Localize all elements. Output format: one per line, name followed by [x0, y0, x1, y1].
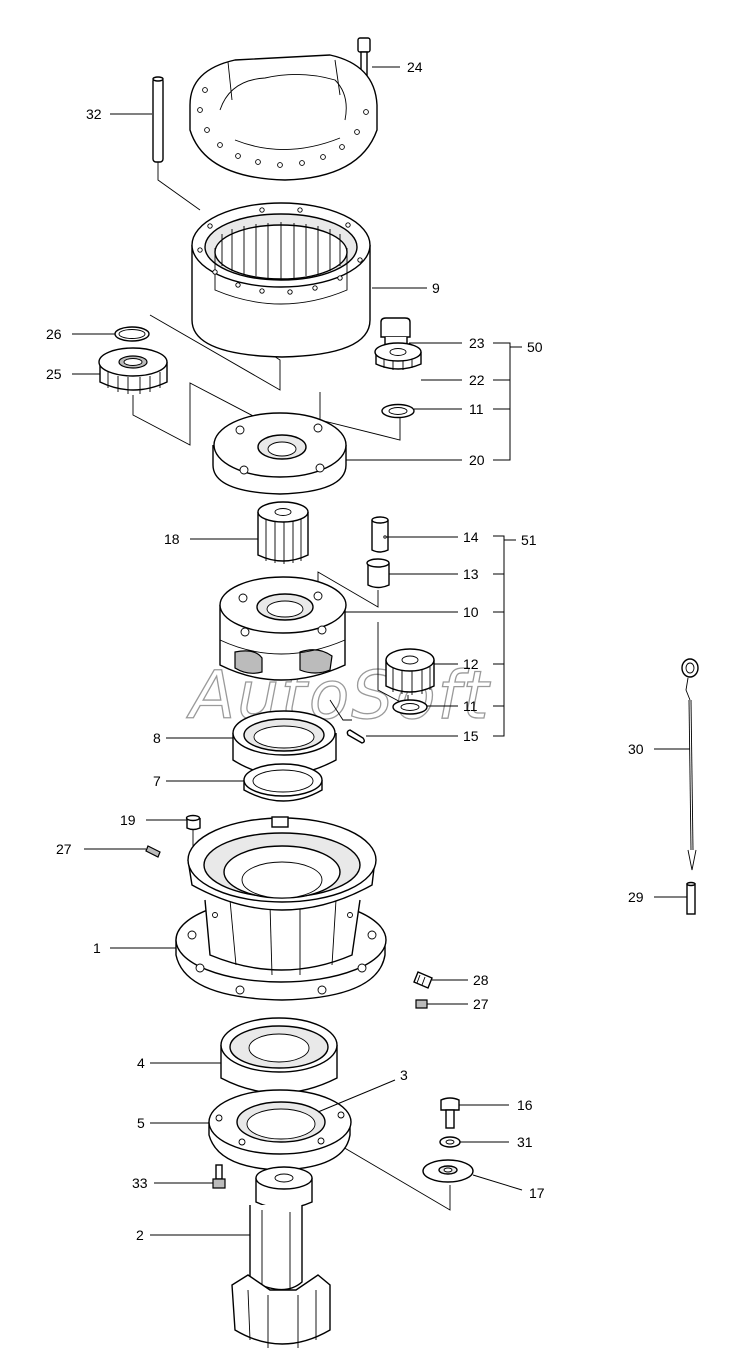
callout-19: 19 — [120, 812, 136, 828]
part-22-planet-gear — [374, 342, 422, 370]
part-16-bolt — [440, 1097, 460, 1129]
part-9-ring-gear — [191, 202, 371, 358]
part-32-pin — [152, 76, 164, 163]
callout-27-upper: 27 — [56, 841, 72, 857]
callout-1: 1 — [93, 940, 101, 956]
callout-30: 30 — [628, 741, 644, 757]
motor-flange-housing — [189, 54, 378, 181]
part-15-spring-pin — [346, 729, 365, 744]
part-17-plate — [422, 1159, 474, 1183]
callout-29: 29 — [628, 889, 644, 905]
part-2-pinion-shaft — [231, 1166, 331, 1348]
callout-50: 50 — [527, 339, 543, 355]
part-4-bearing — [220, 1017, 338, 1094]
callout-labels: 32 24 9 26 25 23 22 11 20 50 18 14 13 51… — [46, 59, 644, 1243]
callout-20: 20 — [469, 452, 485, 468]
callout-33: 33 — [132, 1175, 148, 1191]
callout-11-lower: 11 — [463, 698, 478, 714]
part-14-pin — [371, 516, 389, 553]
part-11-thrust-washer-upper — [381, 403, 415, 419]
callout-22: 22 — [469, 372, 485, 388]
part-27-plug-upper — [145, 845, 161, 858]
leader-lines — [72, 66, 690, 1236]
callout-17: 17 — [529, 1185, 545, 1201]
ring-gear-teeth — [221, 222, 341, 279]
part-5-cover — [208, 1089, 352, 1171]
part-27-plug-lower — [415, 999, 428, 1009]
callout-3: 3 — [400, 1067, 408, 1083]
flange-bolt-holes — [197, 87, 369, 168]
part-20-carrier — [212, 412, 347, 495]
callout-31: 31 — [517, 1134, 533, 1150]
callout-4: 4 — [137, 1055, 145, 1071]
part-29-pipe — [686, 881, 696, 915]
part-1-housing — [175, 816, 387, 1001]
part-18-sun-gear — [257, 501, 309, 564]
callout-8: 8 — [153, 730, 161, 746]
callout-7: 7 — [153, 773, 161, 789]
callout-28: 28 — [473, 972, 489, 988]
callout-18: 18 — [164, 531, 180, 547]
part-28-plug — [413, 971, 433, 989]
ring-gear-holes — [197, 207, 363, 295]
part-26-snap-ring — [114, 326, 150, 342]
callout-15: 15 — [463, 728, 479, 744]
callout-27-lower: 27 — [473, 996, 489, 1012]
part-7-oil-seal — [243, 763, 323, 802]
part-30-dipstick — [681, 658, 699, 871]
part-19-plug — [185, 814, 201, 866]
callout-24: 24 — [407, 59, 423, 75]
part-31-washer — [439, 1136, 461, 1148]
callout-13: 13 — [463, 566, 479, 582]
callout-14: 14 — [463, 529, 479, 545]
part-25-planet-gear — [98, 347, 168, 394]
callout-12: 12 — [463, 656, 479, 672]
callout-11-upper: 11 — [469, 401, 484, 417]
part-12-planet-gear — [385, 648, 435, 695]
callout-26: 26 — [46, 326, 62, 342]
callout-23: 23 — [469, 335, 485, 351]
part-11-thrust-washer-lower — [392, 699, 428, 715]
callout-32: 32 — [86, 106, 102, 122]
kit-brackets — [493, 342, 522, 737]
callout-10: 10 — [463, 604, 479, 620]
callout-51: 51 — [521, 532, 537, 548]
part-10-carrier — [219, 576, 347, 681]
callout-16: 16 — [517, 1097, 533, 1113]
callout-5: 5 — [137, 1115, 145, 1131]
callout-2: 2 — [136, 1227, 144, 1243]
callout-9: 9 — [432, 280, 440, 296]
part-33-bolt — [212, 1164, 226, 1189]
callout-25: 25 — [46, 366, 62, 382]
part-13-bushing — [366, 558, 390, 589]
